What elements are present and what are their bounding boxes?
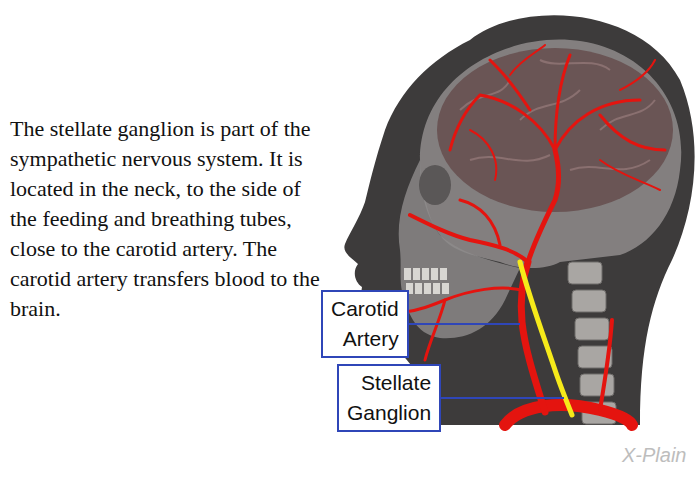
watermark: X-Plain xyxy=(622,444,686,467)
callout-box: Stellate Ganglion xyxy=(337,364,441,432)
callout-box: Carotid Artery xyxy=(321,290,409,358)
leader-line xyxy=(441,397,564,399)
brain xyxy=(437,48,673,212)
skull xyxy=(420,40,681,268)
stellate-ganglion xyxy=(520,262,572,415)
arteries xyxy=(405,45,665,425)
callout-label: Stellate Ganglion xyxy=(347,368,431,428)
leader-line xyxy=(409,323,520,325)
teeth xyxy=(404,268,449,294)
eye-socket xyxy=(419,165,451,205)
description-text: The stellate ganglion is part of the sym… xyxy=(10,114,322,324)
callout-label: Carotid Artery xyxy=(331,294,399,354)
